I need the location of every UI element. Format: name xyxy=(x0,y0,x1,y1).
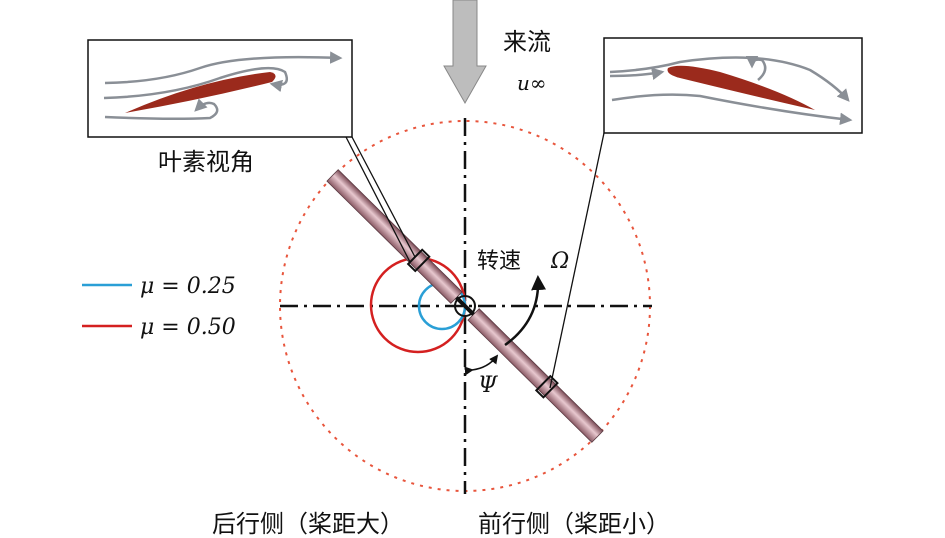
rotor-blade xyxy=(326,169,604,443)
legend-label-025: μ = 0.25 xyxy=(140,274,236,299)
retreating-airfoil-inset xyxy=(87,39,353,138)
azimuth-symbol: Ψ xyxy=(478,373,498,398)
rotation-arrow-icon xyxy=(504,275,547,347)
legend-label-050: μ = 0.50 xyxy=(140,315,236,340)
azimuth-arrow-icon xyxy=(464,354,499,376)
blade-view-label: 叶素视角 xyxy=(158,148,254,176)
advancing-airfoil-inset xyxy=(603,37,863,134)
advancing-side-label: 前行侧（桨距小） xyxy=(478,510,670,538)
rotation-label: 转速 xyxy=(477,249,521,274)
legend: μ = 0.25 μ = 0.50 xyxy=(82,274,236,340)
rotation-symbol: Ω xyxy=(550,249,569,274)
hub-icon xyxy=(454,295,476,317)
retreating-side-label: 后行侧（桨距大） xyxy=(212,510,404,538)
incoming-flow-label: 来流 xyxy=(503,28,551,56)
incoming-flow-symbol: u∞ xyxy=(517,71,547,95)
incoming-flow-arrow xyxy=(443,0,487,105)
